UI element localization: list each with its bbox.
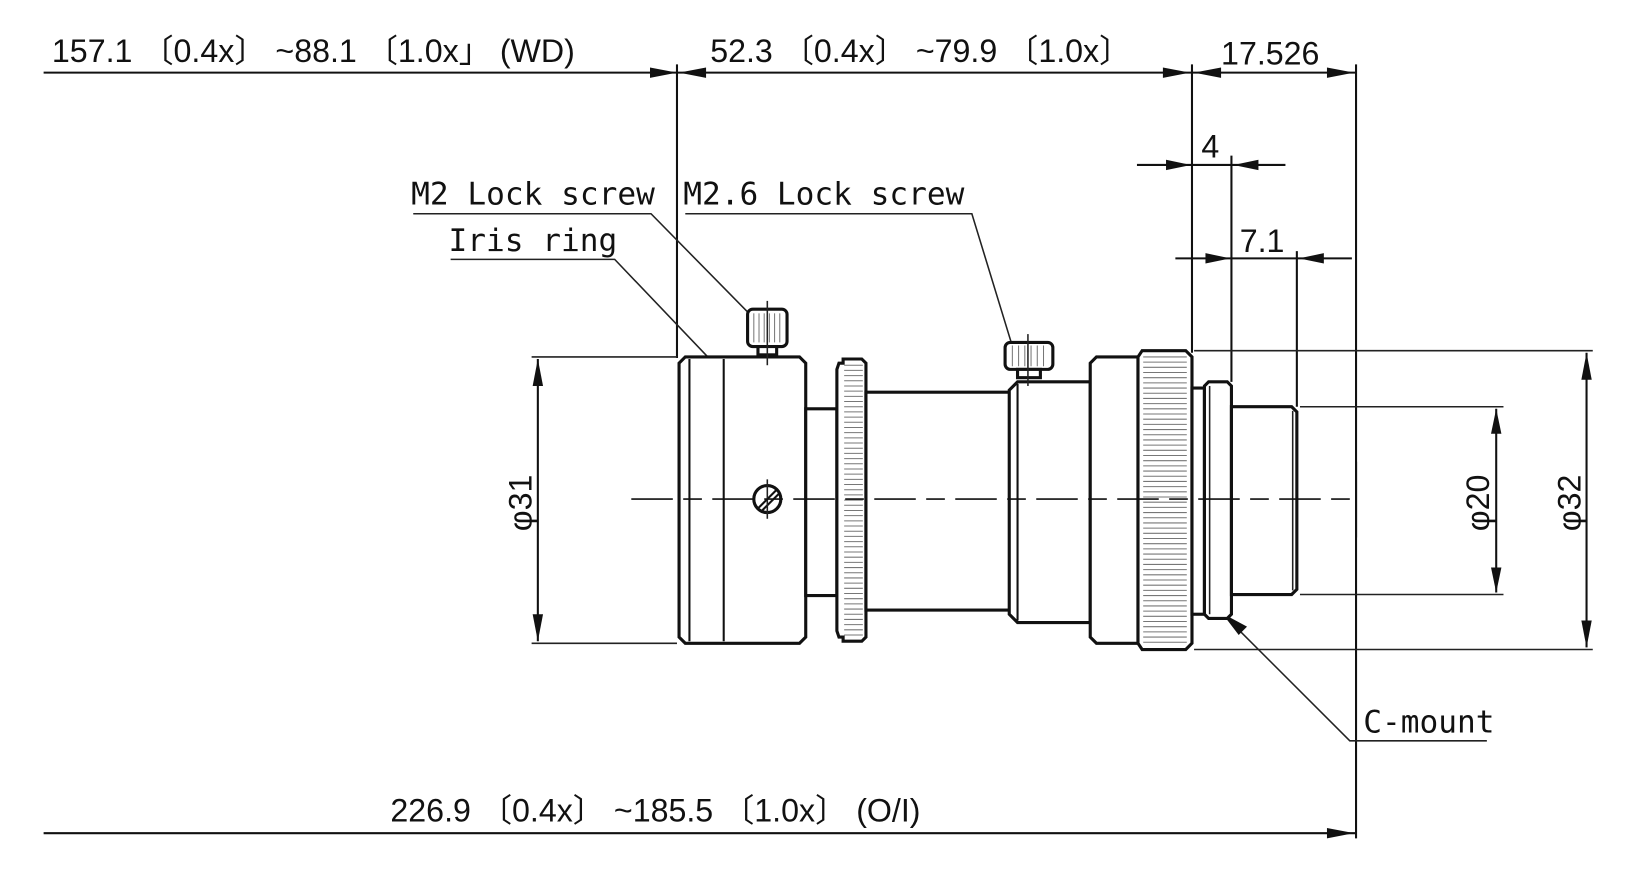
mount-diameter-text: φ20 [1460,475,1496,532]
focus-body [1088,355,1140,645]
callout-m2-lock-screw: M2 Lock screw [411,176,768,333]
arrowhead [1326,67,1354,78]
focus-ring-knurl [1143,356,1187,643]
wd-dimension-text: 157.1 〔0.4x〕 ~88.1 〔1.0x」 (WD) [52,33,575,69]
c-mount-thread [1229,405,1299,597]
lens-body [677,300,1299,652]
callout-iris-ring-text: Iris ring [449,223,618,259]
arrowhead [532,614,544,642]
m26-lock-screw-neck [1015,367,1042,380]
arrowhead [1205,253,1231,264]
object-to-image-dimension-text: 226.9 〔0.4x〕 ~185.5 〔1.0x〕 (O/I) [390,793,920,829]
callout-c-mount: C-mount [1221,612,1495,742]
callout-c-mount-text: C-mount [1363,705,1494,741]
mount-thread-dimension: 7.1 [1175,223,1352,264]
leader-line [1221,612,1487,742]
arrowhead [1491,567,1502,593]
arrowhead [1166,159,1191,171]
callout-iris-ring: Iris ring [449,223,725,375]
zoom-ring-knurl [844,364,863,636]
object-to-image-dimension: 226.9 〔0.4x〕 ~185.5 〔1.0x〕 (O/I) [43,793,1357,839]
coupling-neck [804,407,839,598]
rear-diameter-text: φ32 [1551,475,1587,532]
front-diameter-text: φ31 [503,475,539,532]
main-tube [864,390,1013,612]
m2-lock-screw-knurl [753,313,781,343]
mount-step-ring [1202,380,1233,620]
front-diameter-dimension: φ31 [503,356,677,645]
callout-m26-lock-screw: M2.6 Lock screw [683,176,1021,366]
callout-m26-lock-screw-text: M2.6 Lock screw [683,176,964,212]
screw-slot [760,492,781,513]
mount-thread-dimension-text: 7.1 [1240,223,1285,259]
arrowhead [1298,253,1324,264]
rear-diameter-dimension: φ32 [1194,349,1593,651]
arrowhead [1581,620,1592,648]
arrowhead [532,358,544,386]
arrowhead [1162,67,1190,78]
leader-line [413,212,766,331]
lens-length-dimension: 52.3 〔0.4x〕 ~79.9 〔1.0x〕 [676,33,1192,78]
flange-back-dimension: 17.526 [1191,35,1357,78]
arrowhead [679,67,707,78]
flange-back-dimension-text: 17.526 [1221,35,1319,71]
callout-m2-lock-screw-text: M2 Lock screw [411,176,655,212]
m26-lock-screw-knurl [1011,345,1045,367]
rear-collar [1007,380,1092,625]
lens-length-dimension-text: 52.3 〔0.4x〕 ~79.9 〔1.0x〕 [710,33,1131,69]
mount-diameter-dimension: φ20 [1299,405,1504,596]
arrowhead [649,67,677,78]
arrowhead [1491,408,1502,434]
front-barrel [677,355,808,645]
leader-line [450,258,723,372]
arrowhead [1233,159,1259,171]
wd-dimension: 157.1 〔0.4x〕 ~88.1 〔1.0x」 (WD) [43,33,677,78]
leader-line [685,212,1019,364]
arrowhead [1326,827,1354,839]
arrowhead [1194,67,1222,78]
mount-flange [1190,386,1207,616]
mount-step-dimension-text: 4 [1201,129,1219,165]
knurled-focus-ring [1136,349,1194,652]
arrowhead [1581,352,1592,380]
mount-step-dimension: 4 [1136,129,1286,171]
